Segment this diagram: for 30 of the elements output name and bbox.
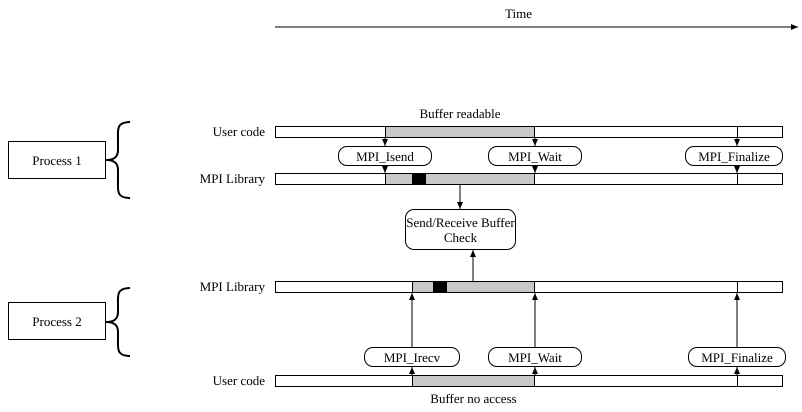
call-box: Send/Receive Buffer Check (405, 209, 516, 250)
row-label: MPI Library (198, 279, 265, 294)
call-box: MPI_Wait (488, 146, 582, 166)
process-box: Process 2 (8, 302, 106, 340)
arrow (382, 138, 388, 146)
arrow (382, 166, 388, 174)
row-label: MPI Library (198, 171, 265, 186)
call-box: MPI_Wait (488, 347, 582, 367)
process-box: Process 1 (8, 141, 106, 179)
call-box: MPI_Finalize (688, 347, 786, 367)
arrow (734, 138, 740, 146)
arrow (532, 166, 538, 174)
arrow (532, 292, 538, 348)
row-label: User code (212, 124, 265, 139)
segment-label: Buffer no access (429, 391, 518, 406)
call-box: MPI_Finalize (685, 146, 783, 166)
arrow (470, 250, 476, 282)
arrow (532, 366, 538, 376)
arrow (409, 292, 415, 348)
arrow (734, 292, 740, 348)
arrow (532, 138, 538, 146)
arrow (734, 366, 740, 376)
call-box: MPI_Irecv (364, 347, 460, 367)
call-box: MPI_Isend (338, 146, 432, 166)
arrow (734, 166, 740, 174)
row-label: User code (212, 373, 265, 388)
axis-label: Time (505, 6, 532, 21)
arrow (409, 366, 415, 376)
segment-label: Buffer readable (418, 106, 502, 121)
arrow (457, 184, 463, 210)
